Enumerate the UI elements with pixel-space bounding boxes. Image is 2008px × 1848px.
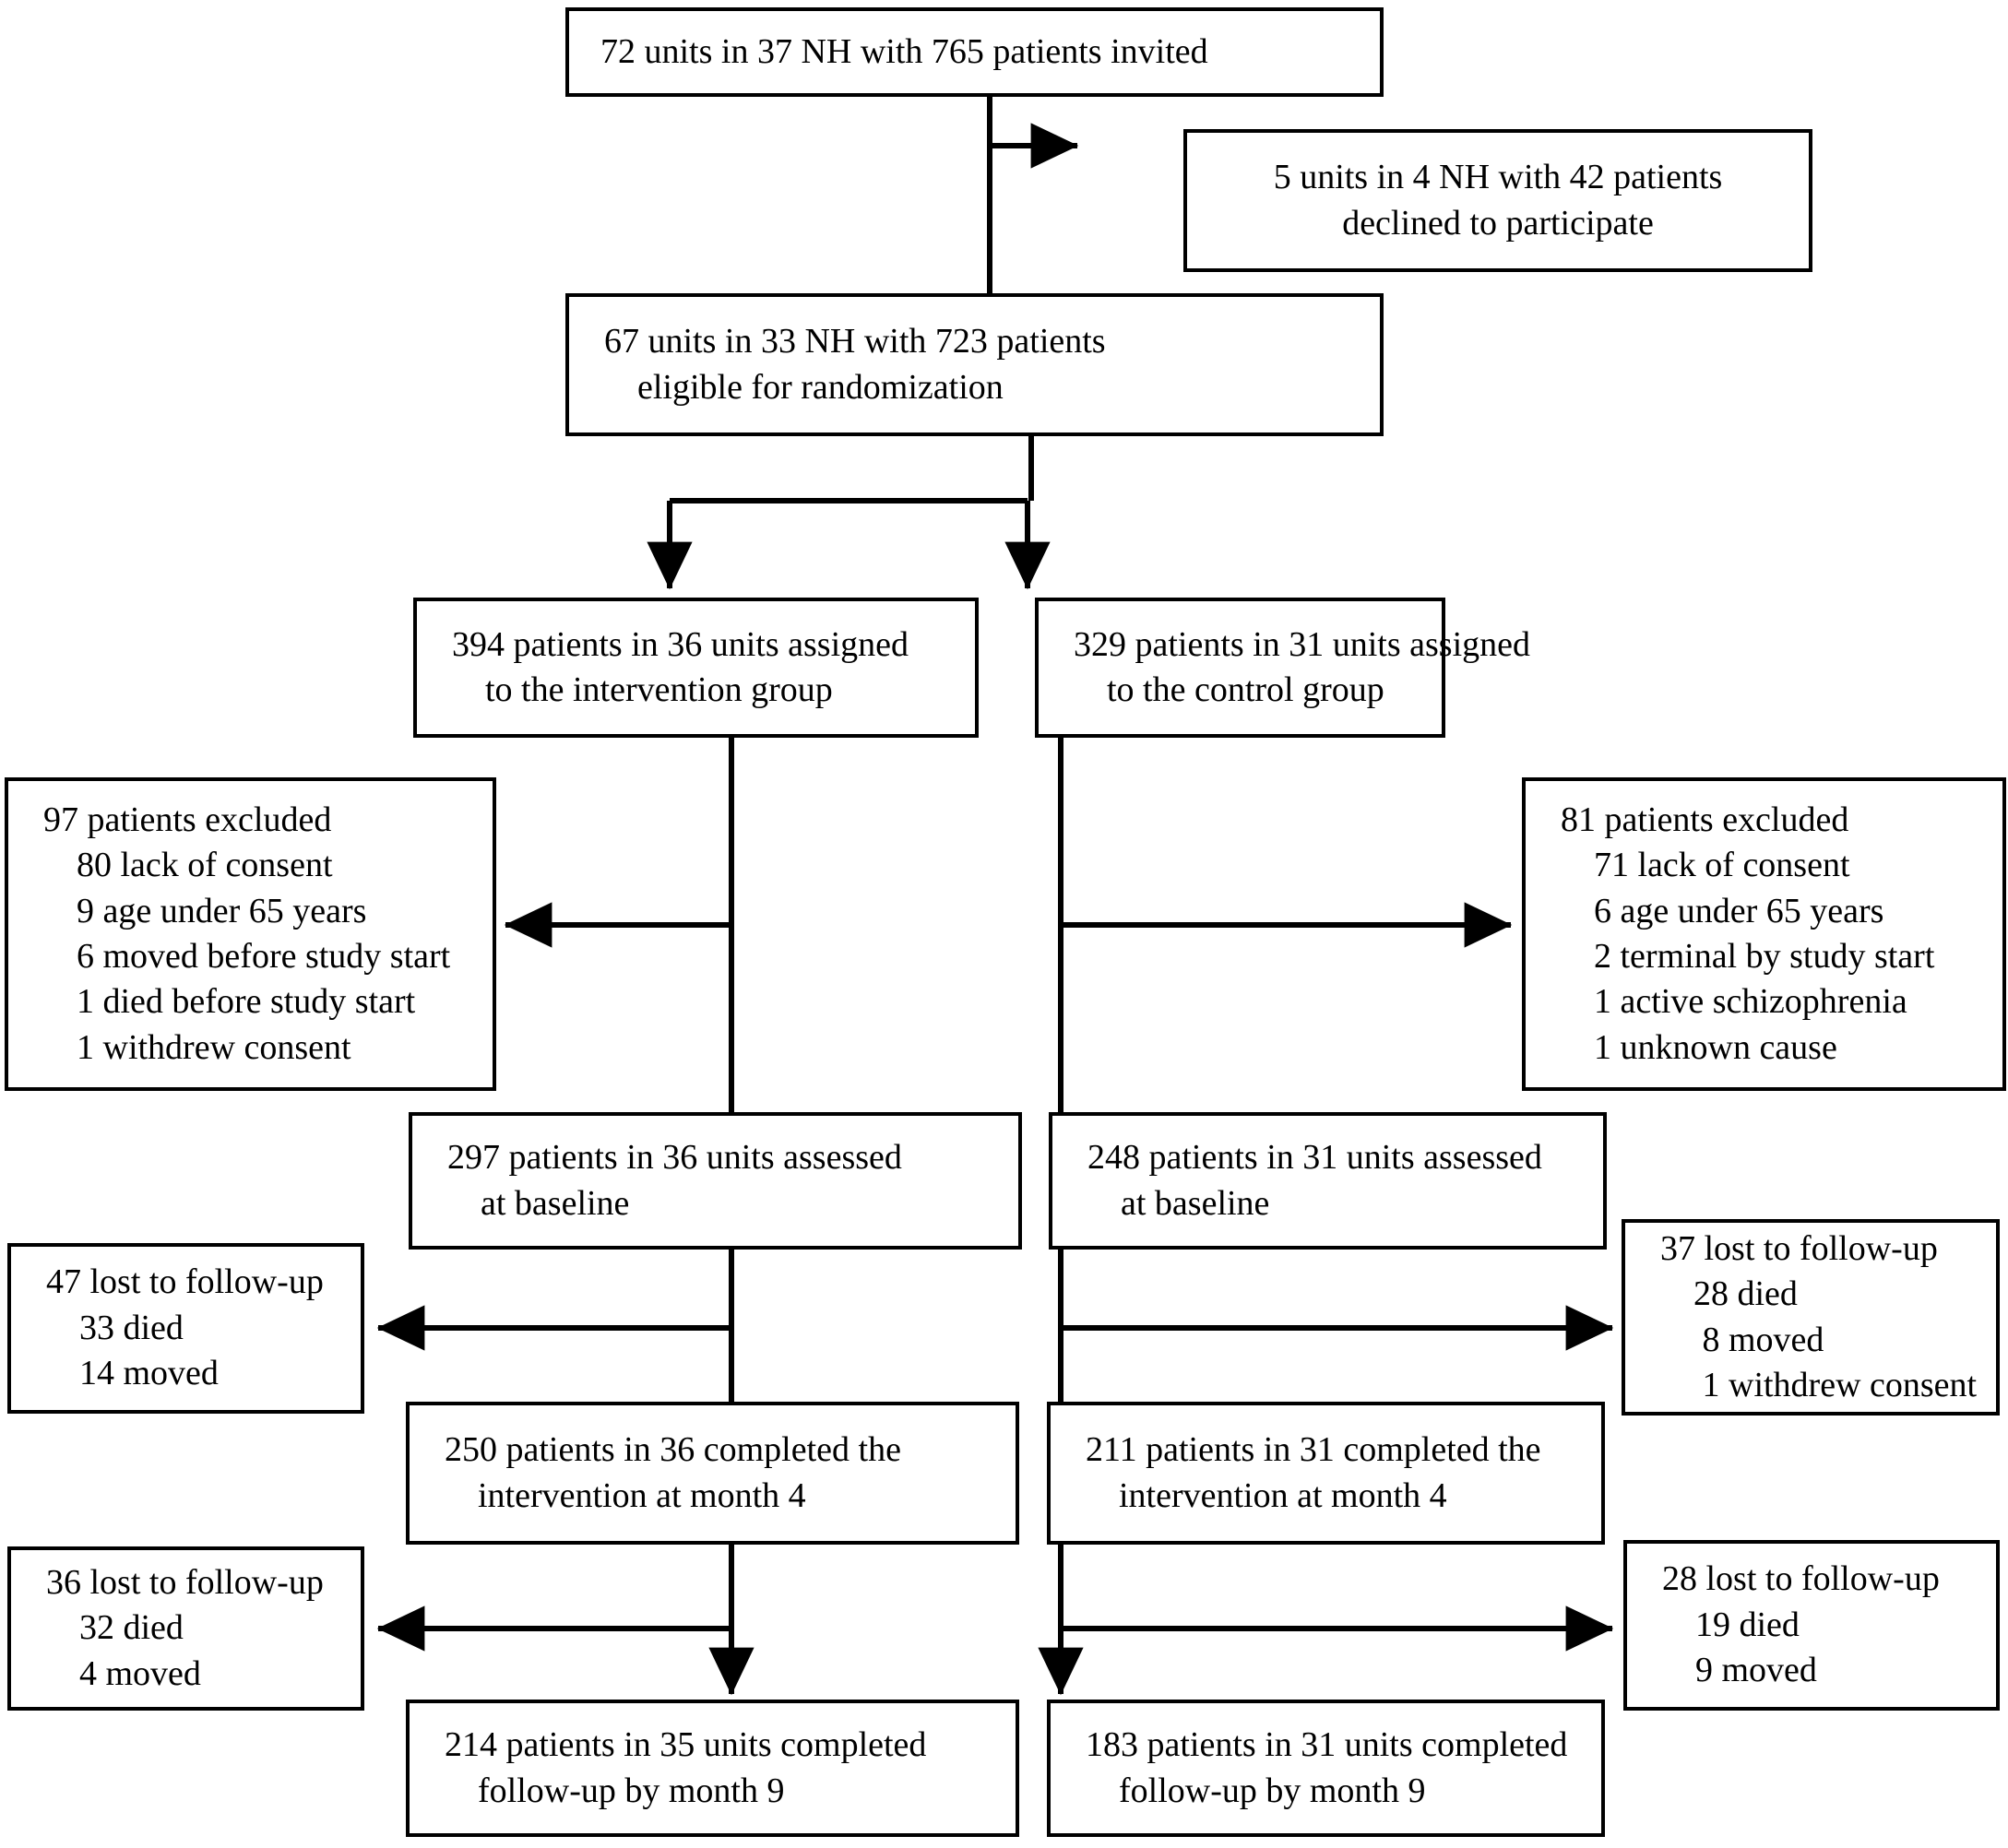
node-invited-line-1: 72 units in 37 NH with 765 patients invi…: [600, 31, 1208, 71]
node-excluded-intervention-item-3: 6 moved before study start: [77, 937, 451, 976]
node-baseline-control-line-1: 248 patients in 31 units assessed: [1087, 1138, 1542, 1178]
node-assigned-intervention-line-2: to the intervention group: [485, 670, 833, 709]
node-lost-followup-1-control-item-2: 8 moved: [1693, 1320, 1824, 1359]
node-assigned-intervention: 394 patients in 36 units assigned to the…: [413, 598, 979, 738]
node-excluded-control-item-1: 71 lack of consent: [1594, 846, 1850, 885]
node-lost-followup-2-intervention-item-2: 4 moved: [79, 1653, 201, 1693]
node-month9-intervention: 214 patients in 35 units completed follo…: [406, 1700, 1019, 1837]
node-excluded-intervention-item-4: 1 died before study start: [77, 982, 416, 1022]
node-invited: 72 units in 37 NH with 765 patients invi…: [565, 7, 1384, 97]
node-month4-intervention-line-1: 250 patients in 36 completed the: [445, 1430, 901, 1470]
node-lost-followup-1-control-item-3: 1 withdrew consent: [1693, 1365, 1978, 1404]
node-month9-control-line-2: follow-up by month 9: [1119, 1771, 1426, 1810]
node-lost-followup-2-intervention: 36 lost to follow-up 32 died 4 moved: [7, 1546, 364, 1711]
node-assigned-control-line-2: to the control group: [1107, 670, 1384, 709]
node-assigned-intervention-line-1: 394 patients in 36 units assigned: [452, 624, 909, 664]
node-lost-followup-2-intervention-item-1: 32 died: [79, 1608, 184, 1648]
node-declined: 5 units in 4 NH with 42 patients decline…: [1183, 129, 1812, 272]
node-excluded-control: 81 patients excluded 71 lack of consent …: [1522, 777, 2006, 1091]
node-excluded-intervention-item-1: 80 lack of consent: [77, 846, 333, 885]
node-declined-line-1: 5 units in 4 NH with 42 patients: [1273, 158, 1723, 197]
node-eligible-line-2: eligible for randomization: [637, 367, 1004, 407]
node-eligible-line-1: 67 units in 33 NH with 723 patients: [604, 322, 1106, 361]
node-month4-control: 211 patients in 31 completed the interve…: [1047, 1402, 1605, 1545]
node-lost-followup-1-intervention-header: 47 lost to follow-up: [46, 1262, 324, 1302]
node-excluded-intervention: 97 patients excluded 80 lack of consent …: [5, 777, 496, 1091]
node-lost-followup-2-control-header: 28 lost to follow-up: [1662, 1559, 1940, 1599]
node-month9-control-line-1: 183 patients in 31 units completed: [1086, 1725, 1568, 1765]
node-declined-line-2: declined to participate: [1342, 203, 1654, 243]
node-eligible: 67 units in 33 NH with 723 patients elig…: [565, 293, 1384, 436]
node-excluded-control-item-5: 1 unknown cause: [1594, 1027, 1837, 1067]
node-excluded-control-item-4: 1 active schizophrenia: [1594, 982, 1907, 1022]
node-assigned-control: 329 patients in 31 units assigned to the…: [1035, 598, 1531, 738]
node-lost-followup-1-control-item-1: 28 died: [1693, 1274, 1798, 1314]
node-lost-followup-1-control: 37 lost to follow-up 28 died 8 moved 1 w…: [1622, 1219, 2000, 1416]
node-lost-followup-1-intervention-item-2: 14 moved: [79, 1354, 219, 1393]
node-month9-intervention-line-2: follow-up by month 9: [478, 1771, 785, 1810]
node-excluded-control-item-2: 6 age under 65 years: [1594, 891, 1884, 930]
node-lost-followup-2-control: 28 lost to follow-up 19 died 9 moved: [1623, 1540, 2000, 1711]
node-month4-intervention: 250 patients in 36 completed the interve…: [406, 1402, 1019, 1545]
node-baseline-intervention: 297 patients in 36 units assessed at bas…: [409, 1112, 1022, 1250]
node-baseline-control-line-2: at baseline: [1121, 1183, 1270, 1223]
node-baseline-control: 248 patients in 31 units assessed at bas…: [1049, 1112, 1607, 1250]
node-excluded-intervention-item-5: 1 withdrew consent: [77, 1027, 351, 1067]
node-month4-control-line-2: intervention at month 4: [1119, 1475, 1447, 1515]
node-lost-followup-1-intervention: 47 lost to follow-up 33 died 14 moved: [7, 1243, 364, 1414]
node-lost-followup-1-intervention-item-1: 33 died: [79, 1308, 184, 1347]
node-month4-intervention-line-2: intervention at month 4: [478, 1475, 806, 1515]
node-lost-followup-2-control-item-2: 9 moved: [1695, 1651, 1817, 1690]
node-month9-intervention-line-1: 214 patients in 35 units completed: [445, 1725, 927, 1765]
node-baseline-intervention-line-2: at baseline: [481, 1183, 630, 1223]
node-baseline-intervention-line-1: 297 patients in 36 units assessed: [447, 1138, 902, 1178]
node-lost-followup-2-intervention-header: 36 lost to follow-up: [46, 1562, 324, 1602]
node-month9-control: 183 patients in 31 units completed follo…: [1047, 1700, 1605, 1837]
node-excluded-intervention-item-2: 9 age under 65 years: [77, 891, 367, 930]
node-lost-followup-2-control-item-1: 19 died: [1695, 1605, 1800, 1644]
node-excluded-intervention-header: 97 patients excluded: [43, 800, 332, 839]
node-excluded-control-item-3: 2 terminal by study start: [1594, 937, 1935, 976]
node-excluded-control-header: 81 patients excluded: [1561, 800, 1849, 839]
node-assigned-control-line-1: 329 patients in 31 units assigned: [1074, 624, 1531, 664]
node-lost-followup-1-control-header: 37 lost to follow-up: [1660, 1228, 1938, 1268]
node-month4-control-line-1: 211 patients in 31 completed the: [1086, 1430, 1541, 1470]
